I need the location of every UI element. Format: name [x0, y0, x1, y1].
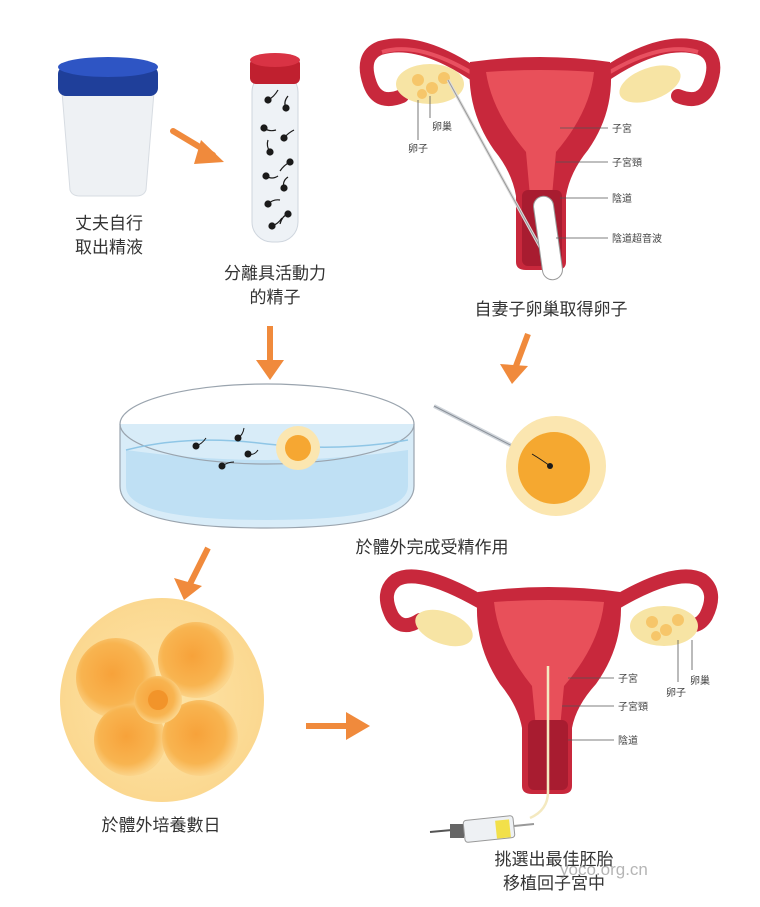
caption-sperm-line2: 的精子: [249, 288, 301, 308]
top-ultrasound-label: 陰道超音波: [612, 232, 662, 245]
top-cervix-label: 子宮頸: [612, 156, 642, 169]
watermark: yoco.org.cn: [560, 860, 648, 879]
specimen-cup: [58, 57, 158, 197]
caption-sperm-line1: 分離具活動力: [224, 264, 326, 284]
bottom-ovary-label: 卵巢: [690, 674, 710, 687]
petri-dish: [119, 383, 415, 529]
bottom-cervix-label: 子宮頸: [618, 700, 648, 713]
caption-transfer-line1: 挑選出最佳胚胎: [494, 850, 614, 870]
arrow-uterus-to-egg: [500, 332, 531, 384]
syringe: [429, 815, 535, 843]
caption-husband: 丈夫自行 取出精液: [64, 212, 154, 260]
arrow-tube-to-dish: [256, 326, 284, 380]
fertilized-egg: [433, 404, 606, 516]
caption-husband-line2: 取出精液: [75, 238, 143, 258]
caption-culture: 於體外培養數日: [101, 816, 221, 836]
bottom-vagina-label: 陰道: [618, 734, 638, 747]
bottom-egg-label: 卵子: [666, 687, 686, 699]
top-egg-label: 卵子: [408, 143, 428, 155]
caption-husband-line1: 丈夫自行: [75, 214, 143, 234]
arrow-cup-to-tube: [170, 128, 224, 164]
uterus-top: 卵巢 卵子 子宮 子宮頸 陰道 陰道超音波: [359, 38, 721, 281]
top-uterus-label: 子宮: [612, 122, 632, 135]
top-vagina-label: 陰道: [612, 192, 632, 205]
caption-fertilization: 於體外完成受精作用: [355, 538, 509, 558]
caption-transfer: 挑選出最佳胚胎 移植回子宮中: [474, 848, 634, 896]
uterus-bottom: 子宮 子宮頸 陰道 卵巢 卵子: [379, 569, 719, 843]
embryo: [60, 598, 264, 802]
sperm-tube: [250, 53, 300, 243]
arrow-embryo-to-uterus: [306, 712, 370, 740]
caption-egg-retrieval: 自妻子卵巢取得卵子: [474, 300, 628, 320]
bottom-uterus-label: 子宮: [618, 672, 638, 685]
arrow-dish-to-embryo: [174, 546, 211, 600]
caption-sperm: 分離具活動力 的精子: [210, 262, 340, 310]
caption-transfer-line2: 移植回子宮中: [503, 874, 605, 894]
top-ovary-label: 卵巢: [432, 120, 452, 133]
